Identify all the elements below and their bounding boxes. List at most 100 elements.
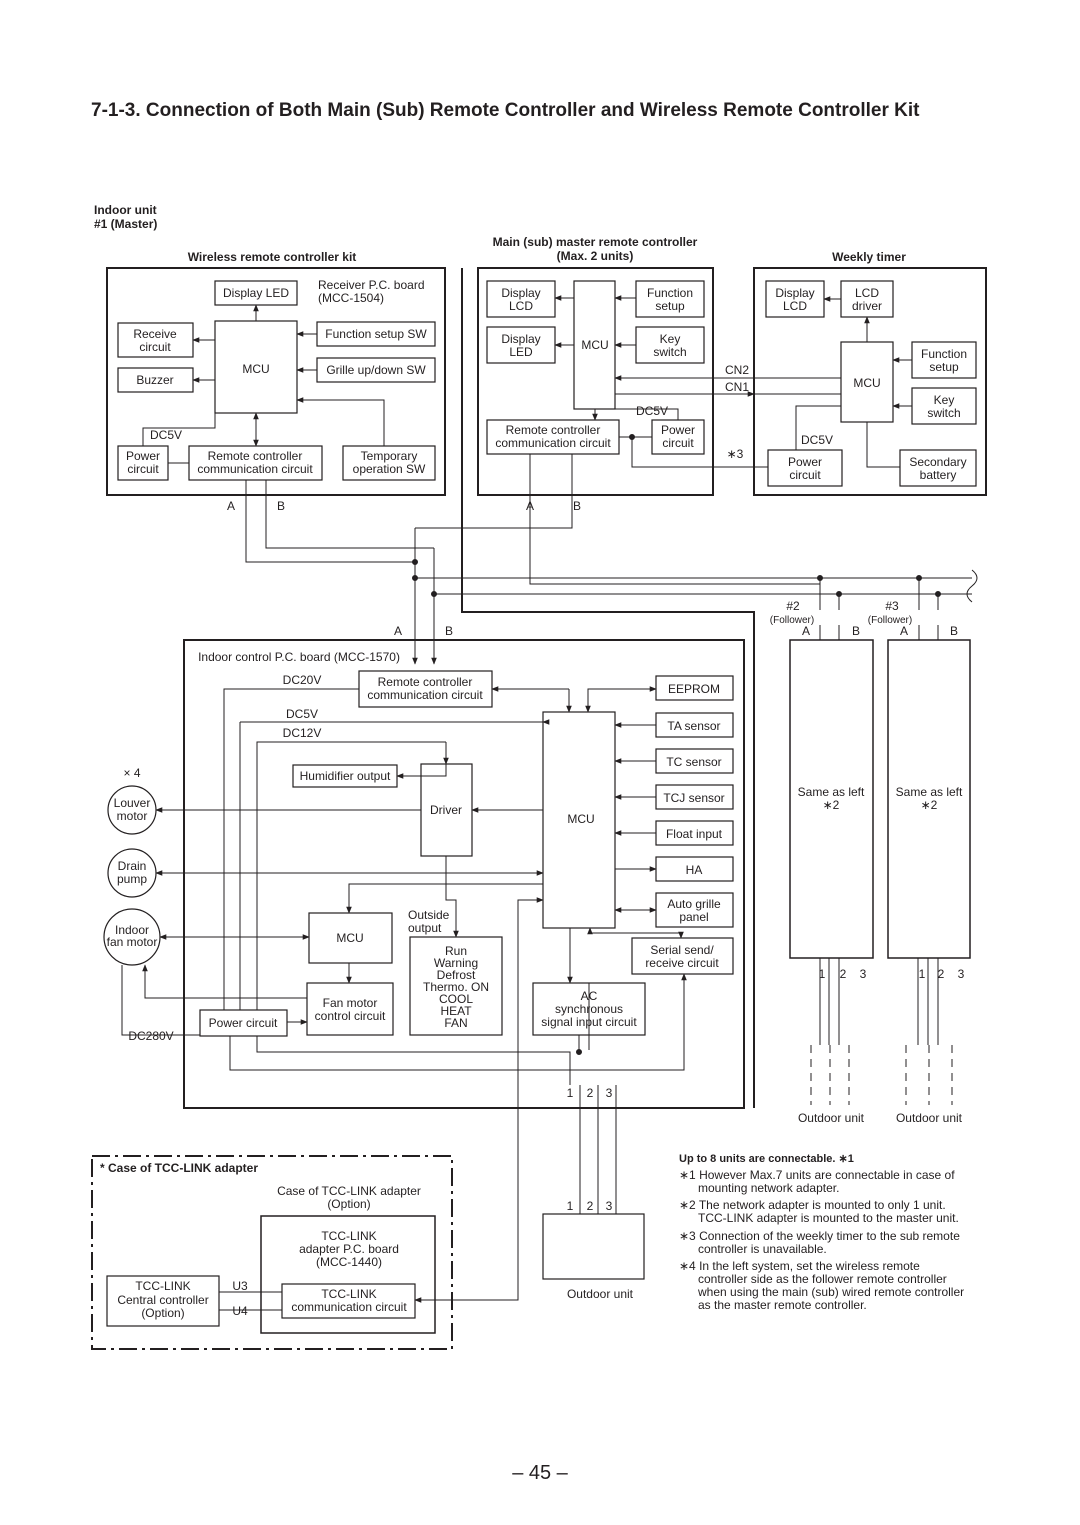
svg-text:Remote controller: Remote controller (378, 675, 473, 689)
svg-text:U3: U3 (232, 1279, 248, 1293)
svg-text:Fan motor: Fan motor (323, 996, 378, 1010)
svg-text:driver: driver (852, 299, 882, 313)
svg-text:DC5V: DC5V (150, 428, 182, 442)
svg-text:DC280V: DC280V (128, 1029, 173, 1043)
svg-text:TCC-LINK: TCC-LINK (135, 1279, 190, 1293)
svg-text:Same as left: Same as left (798, 785, 865, 799)
main-remote-labels: Main (sub) master remote controller (Max… (493, 235, 750, 513)
outdoor-main-labels: 1 2 3 Outdoor unit (567, 1199, 634, 1301)
weekly-timer-labels: Weekly timer Display LCD LCD driver Func… (775, 250, 967, 482)
svg-text:TCC-LINK: TCC-LINK (321, 1287, 376, 1301)
svg-text:Function: Function (647, 286, 693, 300)
svg-text:(MCC-1504): (MCC-1504) (318, 291, 384, 305)
svg-text:2: 2 (840, 967, 847, 981)
svg-text:Remote controller: Remote controller (208, 449, 303, 463)
svg-text:Driver: Driver (430, 803, 462, 817)
svg-text:fan motor: fan motor (107, 935, 158, 949)
svg-text:TA sensor: TA sensor (667, 719, 720, 733)
svg-text:Louver: Louver (114, 796, 151, 810)
svg-text:3: 3 (606, 1199, 613, 1213)
svg-text:1: 1 (819, 967, 826, 981)
svg-text:(Option): (Option) (141, 1306, 184, 1320)
svg-text:DC5V: DC5V (801, 433, 833, 447)
svg-text:Serial send/: Serial send/ (650, 943, 714, 957)
svg-text:#1 (Master): #1 (Master) (94, 217, 157, 231)
svg-text:Indoor: Indoor (115, 923, 149, 937)
svg-text:MCU: MCU (567, 812, 594, 826)
svg-text:Remote controller: Remote controller (506, 423, 601, 437)
svg-text:Wireless remote controller kit: Wireless remote controller kit (188, 250, 357, 264)
svg-text:communication circuit: communication circuit (197, 462, 313, 476)
svg-text:Outdoor unit: Outdoor unit (896, 1111, 963, 1125)
svg-text:pump: pump (117, 872, 147, 886)
svg-text:Main (sub) master remote contr: Main (sub) master remote controller (493, 235, 698, 249)
svg-text:mounting network adapter.: mounting network adapter. (698, 1181, 839, 1195)
svg-text:controller is unavailable.: controller is unavailable. (698, 1242, 827, 1256)
svg-text:#2: #2 (786, 599, 800, 613)
notes: Up to 8 units are connectable. ∗1 ∗1 How… (679, 1153, 964, 1312)
svg-text:FAN: FAN (444, 1016, 467, 1030)
svg-text:∗1 However Max.7 units are co: ∗1 However Max.7 units are connectable i… (679, 1168, 955, 1182)
wireless-remote-kit (106, 267, 446, 563)
page-number: – 45 – (512, 1462, 568, 1484)
svg-text:CN2: CN2 (725, 363, 749, 377)
svg-text:B: B (852, 624, 860, 638)
svg-text:Receiver P.C. board: Receiver P.C. board (318, 278, 425, 292)
svg-text:Receive: Receive (133, 327, 177, 341)
svg-text:∗3: ∗3 (727, 447, 744, 461)
svg-text:Power circuit: Power circuit (209, 1016, 278, 1030)
tcc-link-labels: * Case of TCC-LINK adapter Case of TCC-L… (100, 1161, 421, 1320)
svg-text:Run: Run (445, 944, 467, 958)
svg-text:Temporary: Temporary (361, 449, 418, 463)
bus-wiring (412, 268, 978, 1108)
svg-text:MCU: MCU (853, 376, 880, 390)
svg-text:∗2: ∗2 (921, 798, 938, 812)
svg-text:setup: setup (655, 299, 685, 313)
svg-text:Thermo. ON: Thermo. ON (423, 980, 489, 994)
svg-text:MCU: MCU (581, 338, 608, 352)
svg-text:Same as left: Same as left (896, 785, 963, 799)
svg-text:Grille up/down SW: Grille up/down SW (326, 363, 426, 377)
svg-text:3: 3 (860, 967, 867, 981)
svg-text:B: B (950, 624, 958, 638)
main-remote-controller (415, 267, 820, 585)
indoor-unit-label: Indoor unit #1 (Master) (94, 203, 157, 231)
svg-text:output: output (408, 921, 442, 935)
svg-text:circuit: circuit (127, 462, 159, 476)
svg-text:Float input: Float input (666, 827, 723, 841)
follower-units (789, 639, 971, 1105)
svg-text:controller side as the followe: controller side as the follower remote c… (698, 1272, 947, 1286)
outdoor-unit-main (542, 1213, 645, 1280)
svg-text:* Case of TCC-LINK adapter: * Case of TCC-LINK adapter (100, 1161, 258, 1175)
svg-text:AC: AC (581, 989, 598, 1003)
svg-text:LCD: LCD (855, 286, 879, 300)
svg-text:as the master remote controlle: as the master remote controller. (698, 1298, 867, 1312)
svg-text:control circuit: control circuit (315, 1009, 386, 1023)
svg-text:DC5V: DC5V (286, 707, 318, 721)
svg-text:A: A (227, 499, 235, 513)
svg-text:Weekly timer: Weekly timer (832, 250, 906, 264)
indoor-control-board (103, 639, 745, 1301)
svg-text:CN1: CN1 (725, 380, 749, 394)
svg-text:communication circuit: communication circuit (495, 436, 611, 450)
svg-text:receive circuit: receive circuit (645, 956, 719, 970)
svg-text:TC sensor: TC sensor (666, 755, 721, 769)
svg-text:Display LED: Display LED (223, 286, 289, 300)
svg-text:TCC-LINK: TCC-LINK (321, 1229, 376, 1243)
svg-text:#3: #3 (885, 599, 899, 613)
svg-text:U4: U4 (232, 1304, 248, 1318)
svg-text:(Option): (Option) (327, 1197, 370, 1211)
svg-text:∗2: ∗2 (823, 798, 840, 812)
svg-text:Secondary: Secondary (909, 455, 966, 469)
svg-text:MCU: MCU (336, 931, 363, 945)
svg-text:circuit: circuit (789, 468, 821, 482)
svg-text:A: A (802, 624, 810, 638)
page-title: 7-1-3. Connection of Both Main (Sub) Rem… (91, 100, 920, 121)
svg-text:Buzzer: Buzzer (136, 373, 173, 387)
svg-text:3: 3 (958, 967, 965, 981)
svg-text:MCU: MCU (242, 362, 269, 376)
svg-text:HA: HA (686, 863, 703, 877)
svg-text:adapter P.C. board: adapter P.C. board (299, 1242, 399, 1256)
svg-text:∗2 The network adapter is mou: ∗2 The network adapter is mounted to onl… (679, 1198, 946, 1212)
